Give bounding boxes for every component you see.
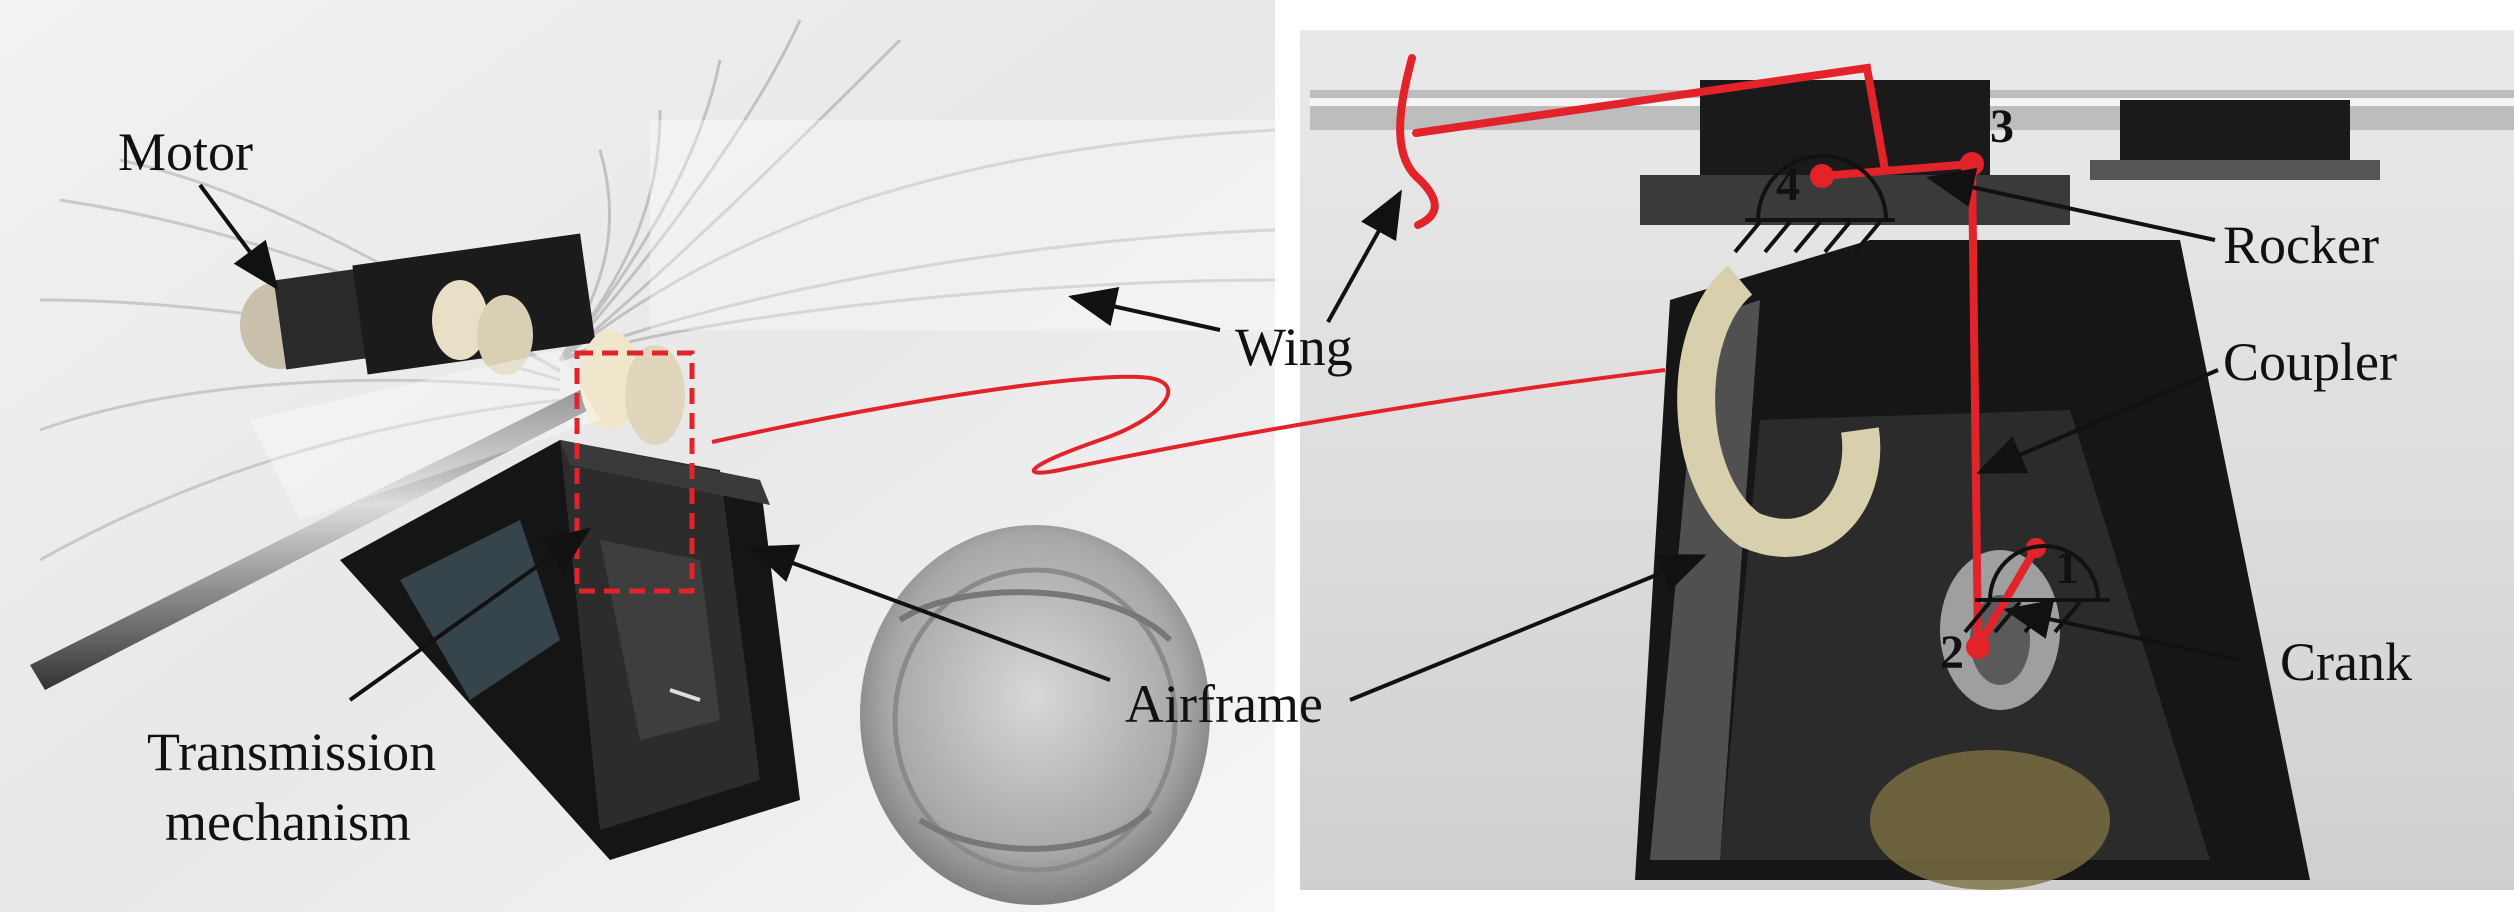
side-hinge-block: [2120, 100, 2350, 170]
beige-gear-lower: [1870, 750, 2110, 890]
hinge-mount: [1640, 175, 2070, 225]
coupler-link: [1968, 160, 1982, 651]
left-photo: [0, 0, 1276, 912]
side-hinge-plate: [2090, 160, 2380, 180]
motor-arrow: [198, 183, 279, 291]
gear-cylinders: [432, 280, 685, 445]
joint-label-2: 2: [1940, 626, 1964, 679]
joint-label-3: 3: [1990, 100, 2014, 153]
wing-link: [1412, 63, 1889, 174]
label-transmission-line1: Transmission: [147, 722, 436, 782]
transmission-arrow: [348, 527, 592, 702]
wing-arrow-left: [1068, 287, 1221, 332]
wing-tip: [1396, 54, 1439, 229]
joint-4-dot: [1810, 164, 1834, 188]
label-rocker: Rocker: [2223, 215, 2379, 275]
crank-link: [1974, 544, 2040, 651]
joint-label-4: 4: [1776, 158, 1800, 211]
coupler-arrow: [1976, 368, 2219, 474]
linkage-overlay: [1396, 54, 2040, 651]
transmission-highlight-box: [574, 350, 695, 594]
transparent-film: [250, 350, 600, 520]
rocker-link: [1818, 160, 1976, 180]
airframe-arrow-left: [748, 544, 1111, 682]
zoom-connector: [711, 368, 1666, 475]
label-motor: Motor: [118, 122, 253, 182]
joint-2-dot: [1966, 635, 1990, 659]
beige-gear-loop: [1677, 265, 1881, 557]
ground-symbol-4: [1733, 154, 1895, 254]
leading-edge-rod: [30, 380, 612, 690]
label-wing: Wing: [1235, 317, 1353, 377]
crank-arrow: [2003, 599, 2241, 662]
wing-membrane-sheen: [650, 120, 1275, 330]
airframe-arrow-right: [1349, 554, 1707, 702]
label-airframe: Airframe: [1125, 674, 1323, 734]
label-coupler: Coupler: [2223, 332, 2397, 392]
callout-arrows: [198, 167, 2241, 702]
wing-arrow-right: [1326, 189, 1402, 323]
rocker-arrow: [1926, 167, 2216, 242]
label-crank: Crank: [2280, 632, 2412, 692]
label-transmission-line2: mechanism: [165, 792, 411, 852]
joint-label-1: 1: [2055, 541, 2079, 594]
joint-3-dot: [1960, 152, 1984, 176]
right-photo: 3 4 1 2: [1300, 30, 2514, 890]
